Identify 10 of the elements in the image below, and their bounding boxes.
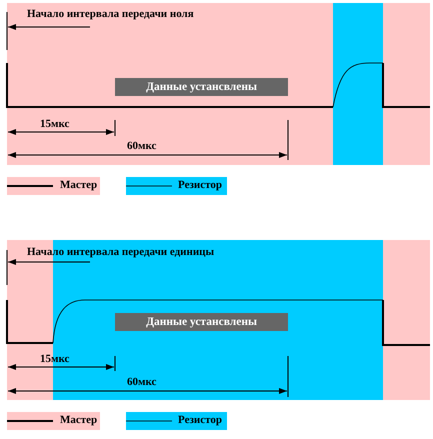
dimension-label: 60мкс [127,376,156,389]
legend-label: Мастер [60,179,98,192]
legend-label: Резистор [178,414,222,427]
status-box: Данные устансвлены [115,78,288,96]
interval-start-label: Начало интервала передачи ноля [27,8,194,21]
status-box: Данные устансвлены [115,313,288,331]
legend-label: Мастер [60,414,98,427]
dimension-label: 15мкс [40,118,70,131]
dimension-label: 60мкс [127,140,156,153]
legend-label: Резистор [178,179,222,192]
